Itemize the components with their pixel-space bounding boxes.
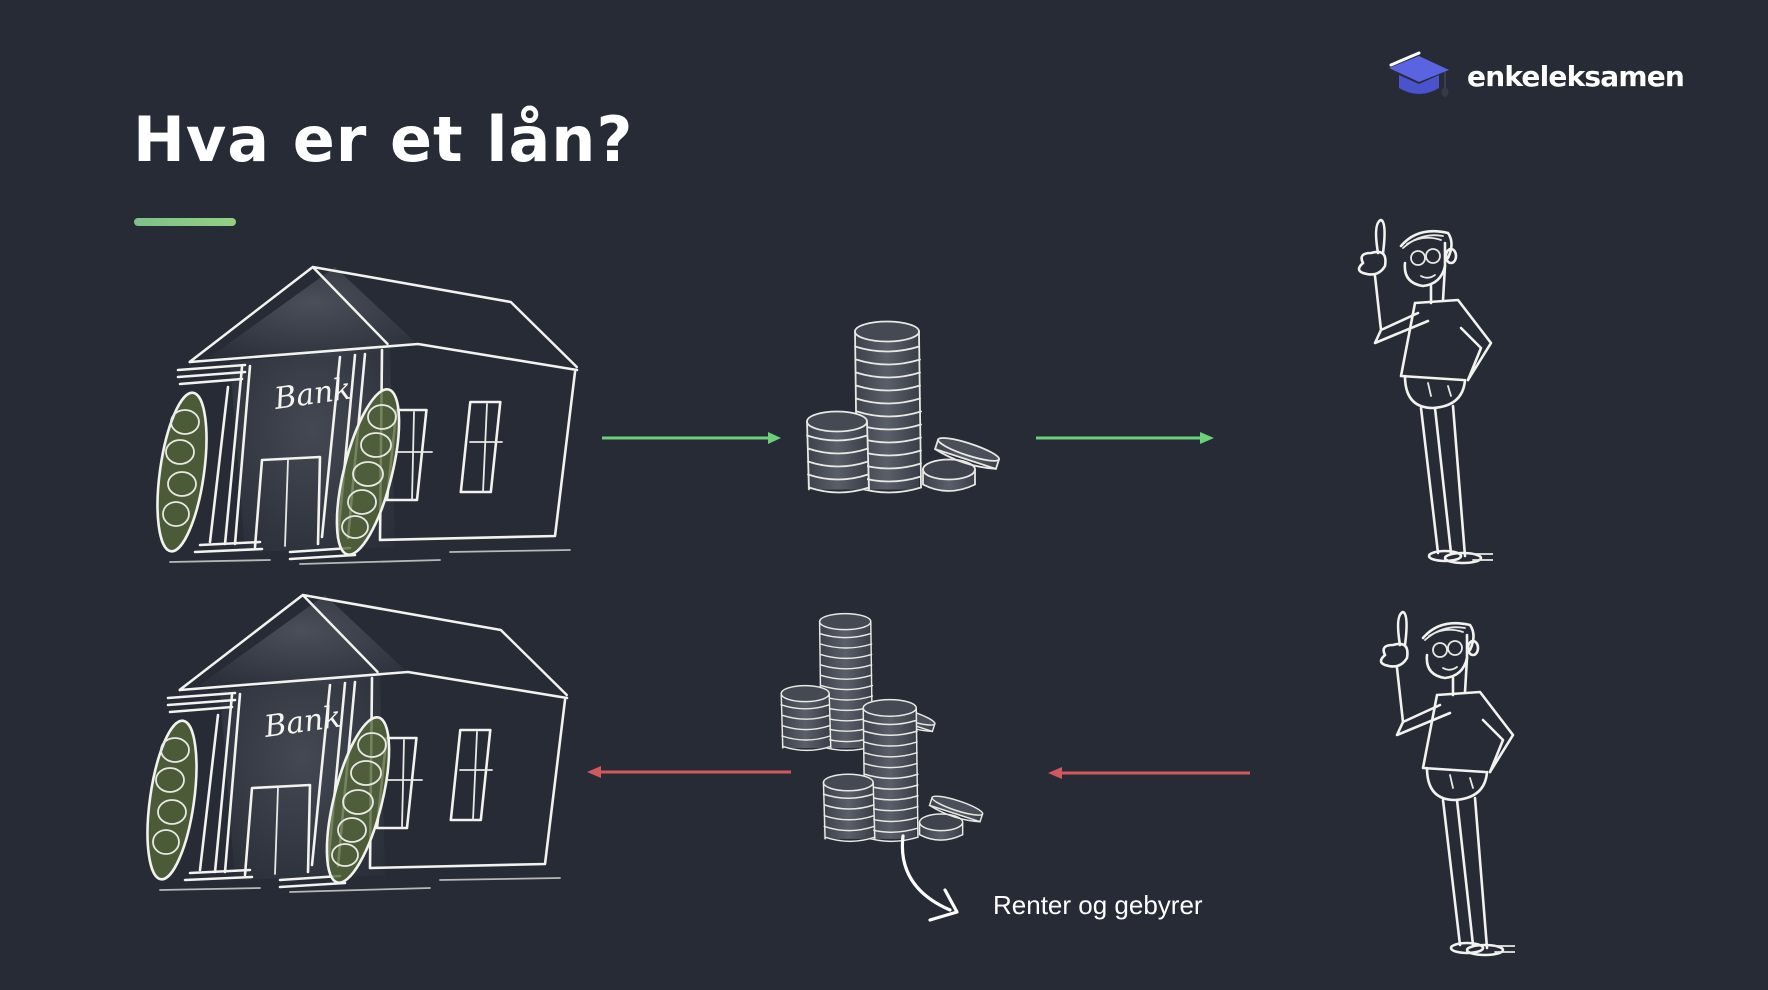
brand-logo: enkeleksamen xyxy=(1385,48,1685,104)
bank-illustration-bottom: Bank xyxy=(140,590,570,900)
slide-title: Hva er et lån? xyxy=(133,103,634,176)
interest-fees-caption: Renter og gebyrer xyxy=(993,890,1203,920)
person-illustration-bottom xyxy=(1355,610,1515,960)
coin-stack-interest-icon xyxy=(818,698,988,843)
brand-name: enkeleksamen xyxy=(1467,59,1685,93)
graduation-cap-icon xyxy=(1385,48,1451,104)
person-illustration-top xyxy=(1333,218,1493,568)
arrow-bank-to-coins xyxy=(600,428,785,448)
arrow-coins-to-person xyxy=(1034,428,1219,448)
arrow-person-to-coins xyxy=(1044,763,1254,783)
bank-illustration-top: Bank xyxy=(150,262,580,572)
arrow-coins-to-bank xyxy=(583,762,795,782)
coin-stack-icon xyxy=(803,318,1003,496)
curved-arrow-icon xyxy=(895,832,975,927)
title-underline xyxy=(134,218,236,226)
